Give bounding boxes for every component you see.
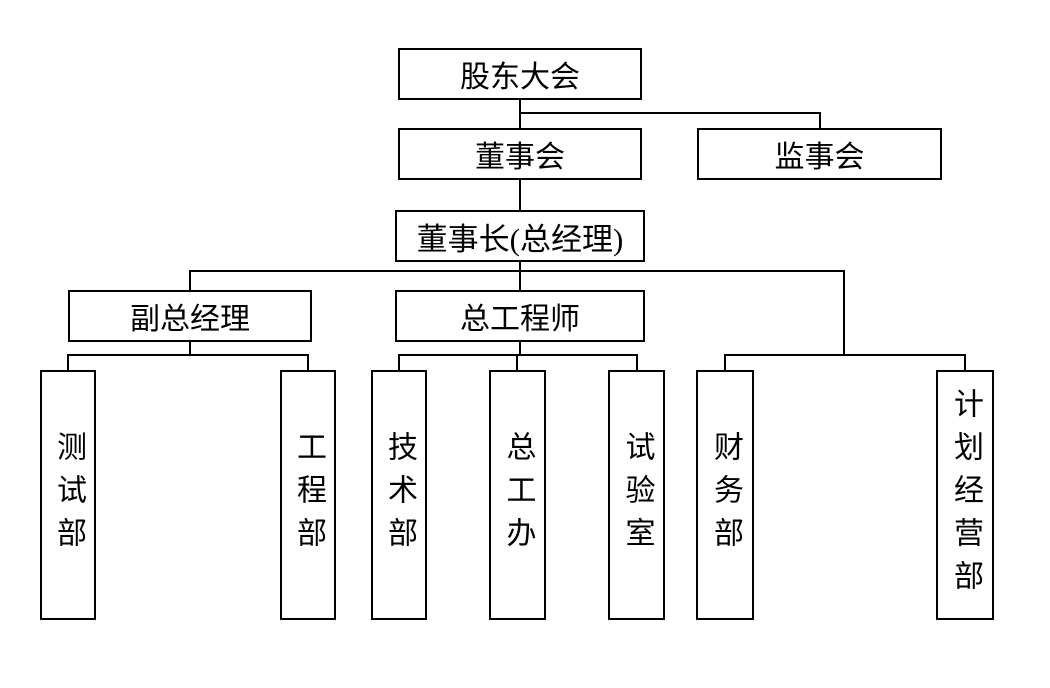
connector-line <box>519 180 521 210</box>
node-planning-operations-department: 计划经营部 <box>936 370 994 620</box>
node-test-department: 测试部 <box>40 370 96 620</box>
node-shareholders-meeting-label: 股东大会 <box>460 61 580 94</box>
connector-line <box>189 270 191 290</box>
node-technology-department-label: 技术部 <box>383 430 416 560</box>
node-engineering-department-label: 工程部 <box>292 430 325 560</box>
connector-line <box>519 112 821 114</box>
connector-line <box>516 354 518 370</box>
node-chief-engineer-office: 总工办 <box>489 370 546 620</box>
node-supervisory-board: 监事会 <box>697 128 942 180</box>
node-finance-department: 财务部 <box>696 370 754 620</box>
node-deputy-general-manager-label: 副总经理 <box>130 303 250 336</box>
node-technology-department: 技术部 <box>371 370 427 620</box>
node-chief-engineer-label: 总工程师 <box>460 303 580 336</box>
connector-line <box>398 354 400 370</box>
connector-line <box>519 270 521 290</box>
connector-line <box>964 354 966 370</box>
connector-line <box>67 354 69 370</box>
connector-line <box>724 354 966 356</box>
node-chairman-general-manager-label: 董事长(总经理) <box>416 221 624 257</box>
connector-line <box>519 342 521 356</box>
connector-line <box>307 354 309 370</box>
node-engineering-department: 工程部 <box>280 370 336 620</box>
node-board-of-directors: 董事会 <box>398 128 642 180</box>
node-deputy-general-manager: 副总经理 <box>68 290 312 342</box>
connector-line <box>398 354 638 356</box>
connector-line <box>724 354 726 370</box>
connector-line <box>519 262 521 272</box>
node-finance-department-label: 财务部 <box>709 430 742 560</box>
node-test-laboratory-label: 试验室 <box>620 430 654 560</box>
connector-line <box>843 270 845 356</box>
node-board-of-directors-label: 董事会 <box>475 141 565 174</box>
node-planning-operations-department-label: 计划经营部 <box>949 387 982 603</box>
node-chief-engineer: 总工程师 <box>395 290 645 342</box>
node-supervisory-board-label: 监事会 <box>774 141 865 174</box>
node-chief-engineer-office-label: 总工办 <box>501 430 535 560</box>
node-chairman-general-manager: 董事长(总经理) <box>395 210 645 262</box>
node-shareholders-meeting: 股东大会 <box>398 48 642 100</box>
connector-line <box>636 354 638 370</box>
connector-line <box>519 100 521 128</box>
connector-line <box>819 112 821 128</box>
node-test-laboratory: 试验室 <box>608 370 665 620</box>
connector-line <box>67 354 309 356</box>
connector-line <box>189 270 845 272</box>
connector-line <box>189 342 191 356</box>
node-test-department-label: 测试部 <box>52 430 85 560</box>
